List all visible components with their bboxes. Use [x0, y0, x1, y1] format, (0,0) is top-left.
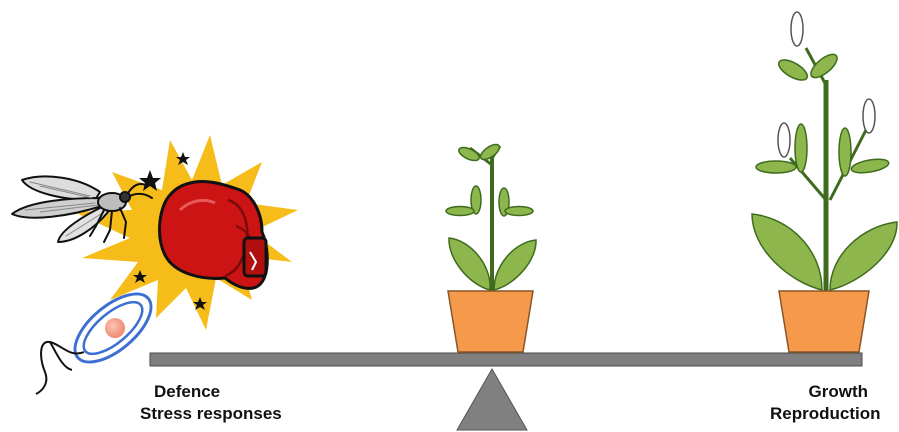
flowering-plant-pot: [779, 291, 869, 352]
defence-label: Defence: [140, 381, 282, 403]
small-plant-icon: [446, 142, 536, 292]
pathogen-icon: [36, 282, 162, 394]
defence-labels: Defence Stress responses: [140, 381, 282, 425]
fulcrum-icon: [457, 369, 527, 430]
growth-label: Growth: [770, 381, 881, 403]
growth-labels: Growth Reproduction: [770, 381, 881, 425]
balance-beam: [150, 353, 862, 366]
small-plant-pot: [448, 291, 533, 352]
flowering-plant-icon: [752, 12, 897, 292]
reproduction-label: Reproduction: [770, 403, 881, 425]
stress-responses-label: Stress responses: [140, 403, 282, 425]
